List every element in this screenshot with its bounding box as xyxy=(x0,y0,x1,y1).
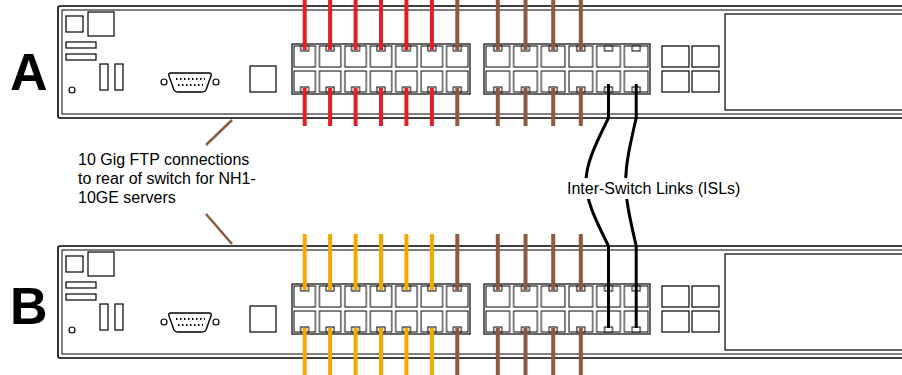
switch-node: A xyxy=(58,6,902,118)
isl-plug xyxy=(609,84,637,118)
server-cable xyxy=(457,0,581,126)
switch-node: B xyxy=(58,246,902,358)
edge-label-wrap: Inter-Switch Links (ISLs) xyxy=(563,178,744,199)
switch-b xyxy=(58,246,902,358)
switch-letter: A xyxy=(10,46,48,98)
switch-a xyxy=(58,6,902,118)
leader-line xyxy=(206,214,232,244)
cables-a xyxy=(305,0,581,126)
isl-plugs xyxy=(609,84,637,328)
switch-letter: B xyxy=(10,280,48,332)
leader-line xyxy=(206,120,232,145)
callout-text: 10 Gig FTP connections to rear of switch… xyxy=(78,150,260,207)
server-cable xyxy=(305,0,432,126)
cables-b xyxy=(305,234,581,375)
server-cable xyxy=(457,234,581,375)
server-cable xyxy=(305,234,432,375)
callout-wrap: 10 Gig FTP connections to rear of switch… xyxy=(78,150,260,207)
edge-label: Inter-Switch Links (ISLs) xyxy=(563,178,744,199)
isl-plug xyxy=(609,246,637,328)
